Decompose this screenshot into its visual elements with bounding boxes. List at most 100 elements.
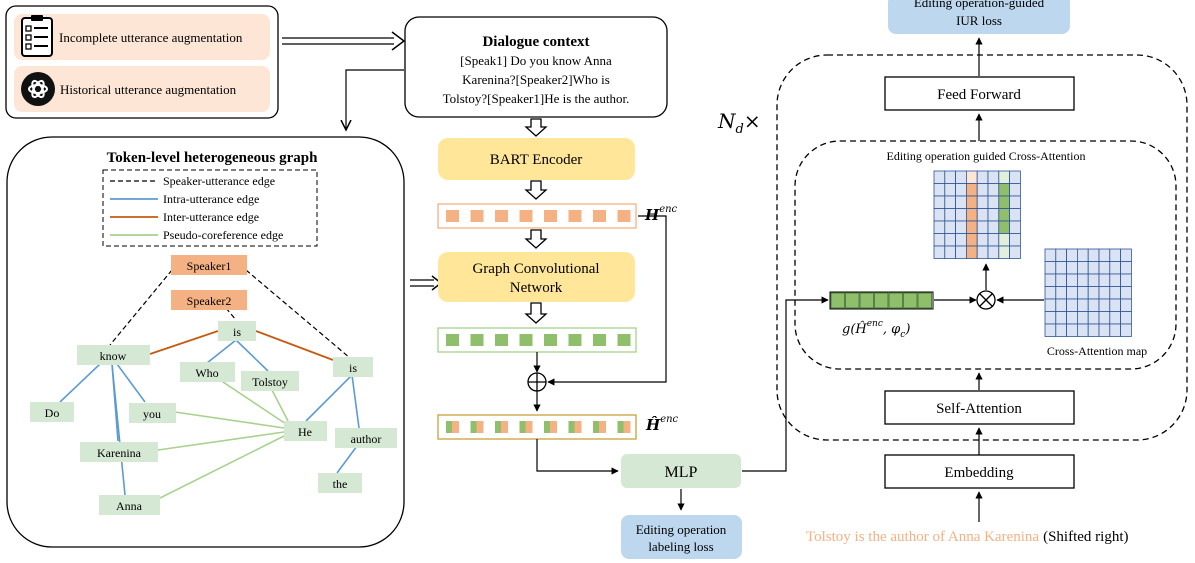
edit-grid-cell <box>998 170 1010 184</box>
edit-grid-cell <box>987 208 1000 222</box>
speaker2-node <box>171 290 247 310</box>
edit-grid-cell <box>976 233 989 247</box>
map-grid-cell <box>1066 311 1078 325</box>
map-grid-cell <box>1044 248 1057 262</box>
legend-speaker-utterance: Speaker-utterance edge <box>110 174 275 188</box>
cross-attention-map-grid <box>1044 248 1132 337</box>
map-grid-cell <box>1066 298 1078 312</box>
dialogue-line-3: Tolstoy?[Speaker1]He is the author. <box>443 91 630 106</box>
dialogue-to-bart-arrow <box>524 118 548 137</box>
edit-grid-cell <box>1009 245 1021 259</box>
map-grid-cell <box>1087 286 1100 300</box>
graph-to-gcn-arrow <box>410 275 443 291</box>
dialogue-context-box <box>404 16 668 118</box>
iur-loss-line1: Editing operation-guided <box>914 0 1045 10</box>
h-enc-cell <box>470 210 484 222</box>
edit-grid-cell <box>944 220 956 234</box>
h-hat-enc-label: Ĥenc <box>645 414 679 434</box>
decoder-block <box>776 54 1188 441</box>
gcn-output-cell <box>568 334 582 346</box>
map-grid-cell <box>1087 248 1100 262</box>
edit-grid-cell <box>987 183 1000 197</box>
mlp-to-decoder-arrow <box>742 296 829 472</box>
edit-grid-cell <box>933 220 946 234</box>
svg-text:Who: Who <box>195 366 218 380</box>
h-hat-enc-cell-green <box>470 421 478 433</box>
map-grid-cell <box>1066 248 1078 262</box>
svg-text:author: author <box>351 432 382 446</box>
g-vector-cell <box>874 292 889 309</box>
bart-encoder-block <box>438 138 635 180</box>
gcn-output-cell <box>519 334 533 346</box>
h-hat-enc-cell-orange <box>501 421 508 433</box>
multiply-circle-icon <box>976 290 996 310</box>
svg-text:you: you <box>143 407 161 421</box>
h-enc-vector <box>437 203 637 229</box>
h-hat-enc-cell-orange <box>525 421 533 433</box>
hhat-to-mlp-arrow <box>536 439 619 475</box>
edit-grid-cell <box>944 233 956 247</box>
h-hat-enc-cell-orange <box>476 421 484 433</box>
map-grid-cell <box>1055 323 1068 337</box>
map-grid-cell <box>1120 311 1132 325</box>
historical-augmentation-label: Historical utterance augmentation <box>60 82 237 97</box>
dialogue-line-1: [Speak1] Do you know Anna <box>460 53 612 68</box>
edit-grid-cell <box>933 170 946 184</box>
gcn-to-output-arrow <box>524 302 548 324</box>
embedding-label: Embedding <box>944 465 1014 481</box>
edit-grid-cell <box>933 195 946 209</box>
map-grid-cell <box>1087 261 1100 275</box>
edit-grid-cell <box>955 220 967 234</box>
dialogue-line-2: Karenina?[Speaker2]Who is <box>462 72 610 87</box>
embedding-block <box>884 454 1075 489</box>
edit-grid-cell <box>1009 170 1021 184</box>
iur-loss-box <box>888 0 1070 34</box>
map-grid-cell <box>1055 261 1068 275</box>
svg-text:is: is <box>233 325 241 339</box>
map-grid-cell <box>1098 311 1111 325</box>
dialogue-context-title: Dialogue context <box>482 34 589 50</box>
cross-attention-title: Editing operation guided Cross-Attention <box>887 149 1086 163</box>
map-grid-cell <box>1066 323 1078 337</box>
augment-to-dialogue-arrow <box>282 31 406 51</box>
g-vector-cell <box>830 292 845 309</box>
graph-legend <box>102 169 318 247</box>
henc-to-gcn-arrow <box>524 229 548 249</box>
edit-grid-cell <box>944 183 956 197</box>
edit-grid-cell <box>955 183 967 197</box>
map-grid-cell <box>1087 323 1100 337</box>
edit-grid-cell <box>976 245 989 259</box>
edit-grid-cell <box>998 183 1010 197</box>
graph-node-who: Who <box>180 362 235 382</box>
edit-grid-cell <box>966 170 978 184</box>
edit-grid-cell <box>1009 233 1021 247</box>
gcn-output-cell <box>593 334 606 346</box>
map-grid-cell <box>1109 298 1122 312</box>
map-grid-cell <box>1044 323 1057 337</box>
g-vector-cell <box>903 292 918 309</box>
edit-grid-cell <box>966 195 978 209</box>
edit-grid-cell <box>933 208 946 222</box>
edit-grid-cell <box>966 233 978 247</box>
map-grid-cell <box>1109 248 1122 262</box>
map-grid-cell <box>1077 323 1089 337</box>
historical-augmentation-box <box>14 66 270 112</box>
svg-text:Intra-utterance edge: Intra-utterance edge <box>163 192 259 206</box>
map-grid-cell <box>1098 323 1111 337</box>
svg-text:He: He <box>298 425 312 439</box>
speaker1-node <box>171 255 247 275</box>
svg-text:Tolstoy: Tolstoy <box>252 375 288 389</box>
graph-node-he: He <box>284 421 327 441</box>
gcn-label-line2: Network <box>510 280 563 296</box>
svg-text:is: is <box>349 361 357 375</box>
incomplete-augmentation-box <box>14 14 270 60</box>
graph-node-is-2: is <box>333 357 373 377</box>
map-grid-cell <box>1087 273 1100 287</box>
g-vector-cell <box>859 292 874 309</box>
map-grid-cell <box>1120 261 1132 275</box>
clipboard-list-icon <box>21 15 53 57</box>
graph-node-you: you <box>129 403 176 423</box>
map-grid-cell <box>1055 311 1068 325</box>
map-grid-cell <box>1077 286 1089 300</box>
map-grid-cell <box>1098 261 1111 275</box>
